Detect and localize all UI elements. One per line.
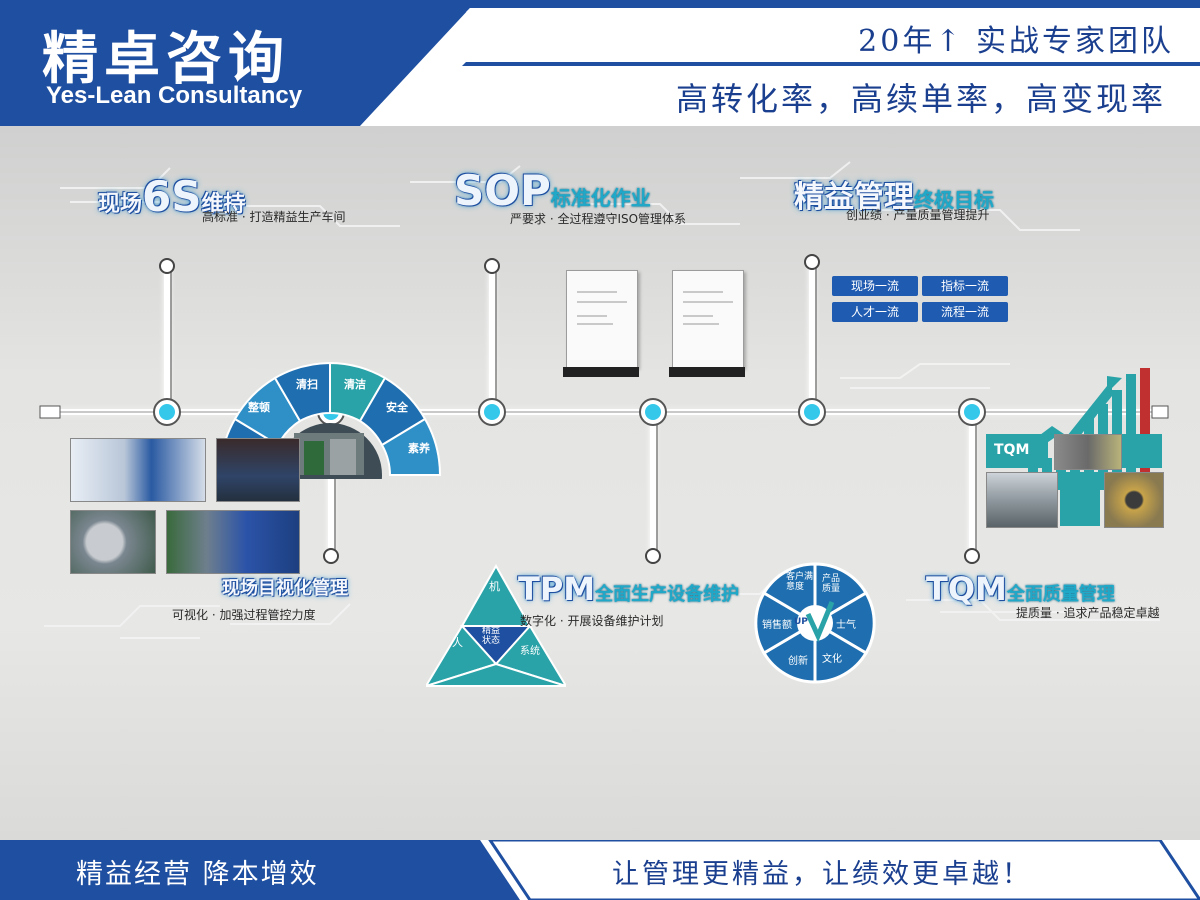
tpm-label-people: 人 bbox=[452, 636, 463, 649]
lean-goal-pill: 指标一流 bbox=[922, 276, 1008, 296]
up-center-label: UP bbox=[794, 617, 808, 627]
tpm-title: TPM全面生产设备维护 bbox=[518, 570, 739, 608]
s6-arc-label-5: 安全 bbox=[386, 401, 408, 414]
tqm-title: TQM全面质量管理 bbox=[926, 570, 1115, 608]
tpm-subtitle: 数字化 · 开展设备维护计划 bbox=[520, 614, 664, 628]
tqm-subtitle: 提质量 · 追求产品稳定卓越 bbox=[1016, 606, 1160, 620]
tqm-photo-1 bbox=[1054, 434, 1122, 470]
tqm-logo-text: TQM bbox=[994, 442, 1030, 458]
visual-photo-2 bbox=[216, 438, 300, 502]
s6-arc-label-4: 清洁 bbox=[344, 378, 366, 391]
tpm-title-post: 全面生产设备维护 bbox=[595, 584, 740, 605]
s6-arc-label-6: 素养 bbox=[408, 442, 430, 455]
up-segment-label: 客户满意度 bbox=[786, 572, 814, 592]
brand-name-cn: 精卓咨询 bbox=[42, 27, 290, 92]
tpm-label-center: 精益状态 bbox=[482, 626, 501, 646]
up-segment-label: 创新 bbox=[788, 656, 808, 667]
lean-title-post: 终极目标 bbox=[914, 188, 994, 212]
footer-banner bbox=[0, 840, 1200, 900]
s6-title-big: 6S bbox=[142, 172, 202, 221]
tqm-logo-tile: TQM bbox=[986, 434, 1048, 468]
visual-photo-4 bbox=[166, 510, 300, 574]
s6-subtitle: 高标准 · 打造精益生产车间 bbox=[202, 210, 346, 224]
lean-title-b: 管理 bbox=[854, 180, 914, 215]
visual-photo-1 bbox=[70, 438, 206, 502]
footer-right-slogan: 让管理更精益，让绩效更卓越！ bbox=[612, 859, 1032, 890]
arc-seg-6 bbox=[380, 417, 442, 476]
tpm-title-big: TPM bbox=[518, 570, 596, 608]
s6-title-pre: 现场 bbox=[98, 192, 143, 217]
sop-document-2 bbox=[669, 270, 745, 377]
brand-name-en: Yes-Lean Consultancy bbox=[46, 82, 303, 109]
tqm-icon-tile-2 bbox=[1060, 472, 1100, 526]
tqm-title-big: TQM bbox=[926, 570, 1007, 608]
s6-arc-label-2: 整顿 bbox=[248, 401, 270, 414]
s6-arc-diagram bbox=[218, 361, 442, 479]
header-banner: 精卓咨询 Yes-Lean Consultancy 20年↑ 实战专家团队 高转… bbox=[0, 0, 1200, 126]
tpm-label-system: 系统 bbox=[520, 646, 540, 657]
sop-document-1 bbox=[563, 270, 639, 377]
sop-subtitle: 严要求 · 全过程遵守ISO管理体系 bbox=[510, 212, 687, 226]
visual-title: 现场目视化管理 bbox=[222, 578, 348, 599]
lean-goal-pill: 现场一流 bbox=[832, 276, 918, 296]
slogan-bottom: 高转化率，高续单率，高变现率 bbox=[675, 80, 1166, 118]
tqm-icon-tile-1 bbox=[1122, 434, 1162, 468]
up-segment-label: 销售额 bbox=[762, 620, 792, 631]
tqm-title-post: 全面质量管理 bbox=[1006, 584, 1115, 605]
up-segment-label: 产品质量 bbox=[822, 574, 841, 594]
slogan-top: 20年↑ 实战专家团队 bbox=[858, 24, 1174, 59]
sop-title-post: 标准化作业 bbox=[550, 186, 651, 210]
tpm-label-machine: 机 bbox=[489, 580, 500, 593]
lean-goal-pill: 人才一流 bbox=[832, 302, 918, 322]
sop-title-big: SOP bbox=[454, 166, 551, 215]
lean-goal-pill: 流程一流 bbox=[922, 302, 1008, 322]
up-segment-label: 文化 bbox=[822, 654, 842, 665]
tqm-photo-3 bbox=[1104, 472, 1164, 528]
visual-subtitle: 可视化 · 加强过程管控力度 bbox=[172, 608, 316, 622]
s6-title: 现场6S维持 bbox=[98, 172, 246, 221]
lean-subtitle: 创业绩 · 产量质量管理提升 bbox=[846, 208, 990, 222]
s6-arc-label-3: 清扫 bbox=[296, 378, 318, 391]
up-segment-label: 士气 bbox=[836, 620, 856, 631]
up-circle-diagram bbox=[754, 562, 876, 684]
footer-left-slogan: 精益经营 降本增效 bbox=[76, 859, 319, 890]
header-background bbox=[0, 0, 1200, 126]
wall-photo: 现场6S维持 高标准 · 打造精益生产车间 整理 整顿 清扫 清洁 安全 素养 … bbox=[0, 126, 1200, 840]
s6-title-post: 维持 bbox=[201, 192, 246, 217]
tqm-photo-2 bbox=[986, 472, 1058, 528]
sop-title: SOP标准化作业 bbox=[454, 166, 651, 215]
visual-photo-3 bbox=[70, 510, 156, 574]
tpm-triangle-diagram bbox=[426, 564, 566, 688]
footer-background bbox=[0, 840, 1200, 900]
lean-title: 精益管理终极目标 bbox=[794, 172, 994, 216]
lean-title-a: 精益 bbox=[794, 180, 854, 215]
